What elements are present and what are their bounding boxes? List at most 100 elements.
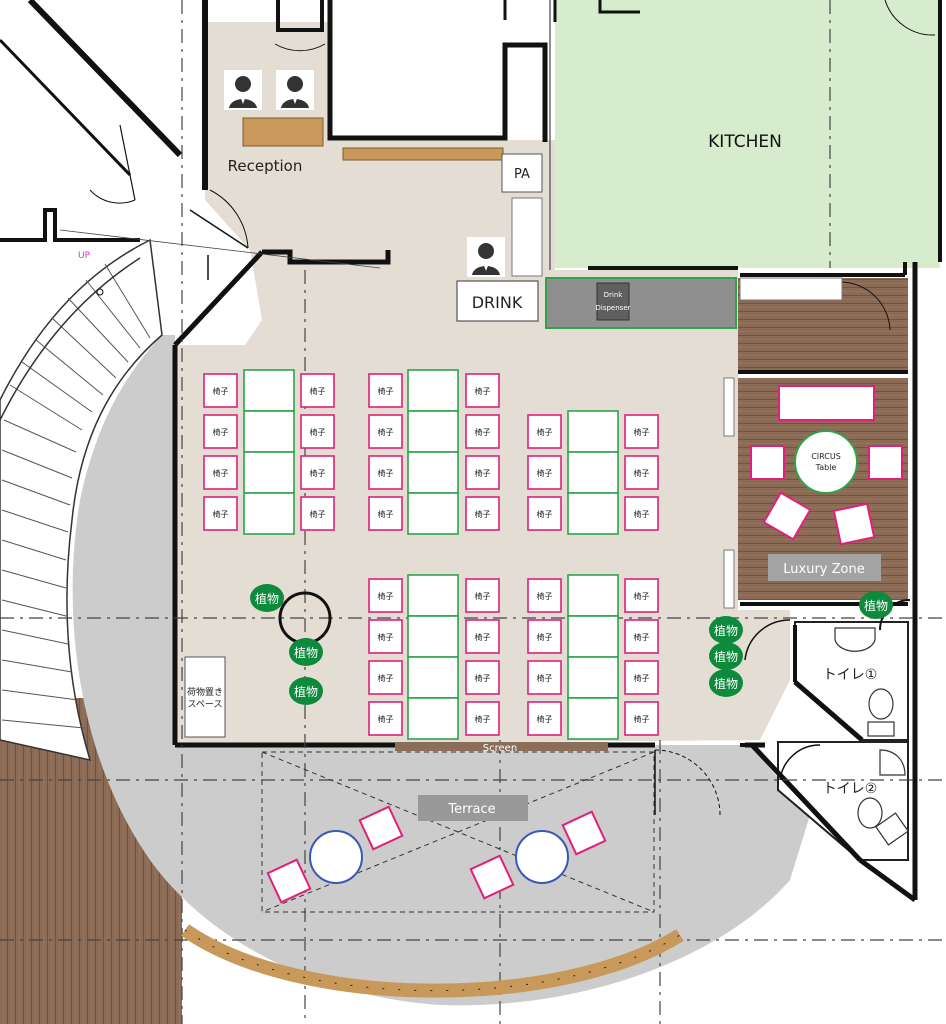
drink-counter: [545, 277, 737, 329]
banquet-chairs: 椅子椅子椅子椅子椅子椅子椅子椅子椅子椅子椅子椅子椅子椅子椅子椅子椅子椅子椅子椅子…: [203, 373, 659, 736]
chair-label: 椅子: [378, 673, 394, 683]
banquet-table: [243, 410, 295, 453]
banquet-table: [567, 492, 619, 535]
screen-label: Screen: [483, 743, 517, 754]
plant-label: 植物: [294, 684, 318, 699]
chair: [624, 619, 659, 654]
sink-icon: [834, 627, 906, 776]
plant-label: 植物: [714, 676, 738, 691]
chair-label: 椅子: [537, 714, 553, 724]
chair-label: 椅子: [634, 673, 650, 683]
person-icon: [224, 70, 262, 110]
toilet-2-label: トイレ②: [823, 781, 878, 797]
terrace-label: Terrace: [447, 802, 495, 817]
chair: [527, 619, 562, 654]
chair-label: 椅子: [378, 632, 394, 642]
banquet-table: [567, 451, 619, 494]
chair: [527, 701, 562, 736]
drink-dispenser-label-1: Drink: [604, 291, 624, 299]
chair-label: 椅子: [213, 468, 229, 478]
terrace-chair: [561, 810, 607, 856]
chair-label: 椅子: [475, 632, 491, 642]
chair: [465, 414, 500, 449]
chair: [368, 373, 403, 408]
chair: [624, 496, 659, 531]
chair: [300, 455, 335, 490]
plant-icon: [250, 584, 284, 612]
chair-label: 椅子: [537, 468, 553, 478]
chair: [368, 455, 403, 490]
luggage-label-1: 荷物置き: [187, 686, 223, 698]
terrace-round-table: [515, 830, 569, 884]
chair-label: 椅子: [475, 386, 491, 396]
reception-label: Reception: [228, 157, 303, 175]
banquet-table: [243, 451, 295, 494]
reception-counter-2: [342, 147, 504, 161]
toilet-icon: [857, 688, 909, 846]
chair: [203, 455, 238, 490]
banquet-table: [567, 410, 619, 453]
chair: [527, 496, 562, 531]
chair: [465, 578, 500, 613]
luxury-chair: [868, 445, 903, 480]
banquet-table: [407, 410, 459, 453]
banquet-table: [243, 492, 295, 535]
chair-label: 椅子: [213, 427, 229, 437]
chair: [368, 496, 403, 531]
terrace-badge: [418, 795, 528, 821]
reception-counter: [242, 117, 324, 147]
banquet-table: [567, 615, 619, 658]
plant-icon: [709, 642, 743, 670]
chair-label: 椅子: [475, 673, 491, 683]
chair: [465, 496, 500, 531]
stair-outer-edge: [0, 257, 141, 421]
plant-label: 植物: [714, 649, 738, 664]
chair: [624, 578, 659, 613]
person-icon: [467, 237, 505, 277]
chair: [203, 496, 238, 531]
pa-label: PA: [514, 167, 530, 182]
drink-label: DRINK: [472, 293, 523, 312]
toilet-2-room: [777, 741, 909, 861]
banquet-table: [407, 697, 459, 740]
screen-bar: [395, 742, 608, 751]
banquet-table: [407, 615, 459, 658]
chair-label: 椅子: [378, 427, 394, 437]
chair: [368, 619, 403, 654]
toilet-1-label: トイレ①: [823, 667, 878, 683]
banquet-table: [407, 451, 459, 494]
banquet-table: [567, 574, 619, 617]
chair-label: 椅子: [213, 509, 229, 519]
terrace-chair: [469, 854, 515, 900]
banquet-table: [407, 369, 459, 412]
chair-label: 椅子: [310, 386, 326, 396]
chair-label: 椅子: [310, 509, 326, 519]
plant-label: 植物: [294, 645, 318, 660]
terrace-round-table: [309, 830, 363, 884]
chair-label: 椅子: [634, 468, 650, 478]
chair-label: 椅子: [378, 468, 394, 478]
drink-box: [456, 280, 539, 322]
chair-label: 椅子: [537, 632, 553, 642]
luggage-space: [184, 656, 226, 738]
chair-label: 椅子: [634, 509, 650, 519]
banquet-tables: [243, 369, 619, 740]
chair-label: 椅子: [537, 591, 553, 601]
chair-label: 椅子: [378, 714, 394, 724]
chair: [203, 373, 238, 408]
plant-icon: [709, 616, 743, 644]
chair: [368, 701, 403, 736]
chair-label: 椅子: [475, 427, 491, 437]
luxury-zone-badge: [768, 554, 881, 581]
chair-label: 椅子: [378, 591, 394, 601]
chair: [300, 414, 335, 449]
pa-box: [501, 153, 543, 193]
drink-dispenser: [596, 282, 630, 321]
person-icon: [276, 70, 314, 110]
chair: [300, 496, 335, 531]
chair-label: 椅子: [634, 632, 650, 642]
terrace-area: [72, 335, 810, 1006]
chair-label: 椅子: [310, 468, 326, 478]
chair: [624, 414, 659, 449]
chair: [527, 414, 562, 449]
